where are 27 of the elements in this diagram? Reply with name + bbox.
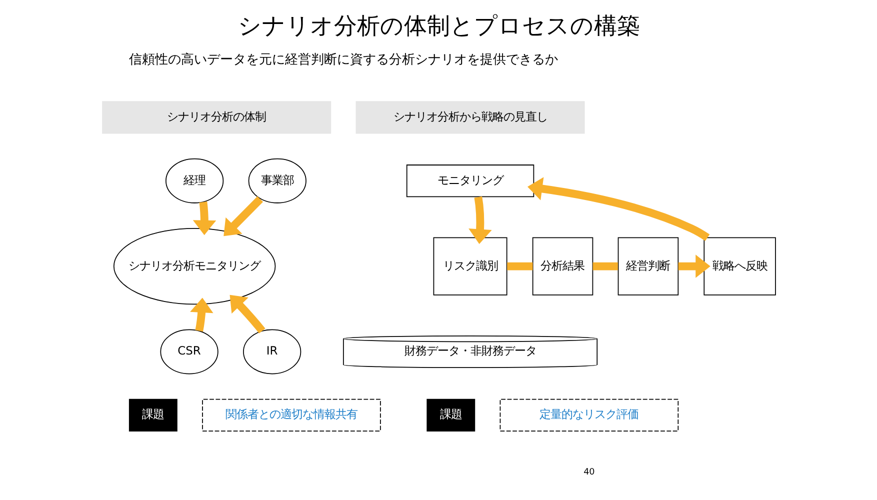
node-box: 戦略へ反映 (703, 237, 776, 296)
connector (592, 262, 618, 270)
diagram-title: シナリオ分析の体制とプロセスの構築 (238, 14, 640, 40)
node-ellipse: 事業部 (248, 158, 306, 204)
label: 40 (583, 468, 594, 478)
node-box: シナリオ分析の体制 (102, 101, 331, 134)
arrow (229, 294, 265, 334)
node-box: モニタリング (406, 164, 534, 198)
node-box: 関係者との適切な情報共有 (202, 398, 380, 432)
arrow (678, 254, 710, 278)
arrow (223, 196, 263, 236)
node-box: リスク識別 (432, 237, 507, 296)
node-ellipse: 経理 (165, 158, 224, 204)
node-box: 課題 (128, 398, 177, 432)
node-box: 分析結果 (532, 237, 593, 296)
connector (506, 262, 532, 270)
node-box: シナリオ分析から戦略の見直し (355, 101, 584, 134)
node-ellipse: シナリオ分析モニタリング (112, 228, 276, 305)
node-box: 定量的なリスク評価 (499, 398, 678, 432)
arrow (527, 177, 710, 241)
label: 信頼性の高いデータを元に経営判断に資する分析シナリオを提供できるか (128, 52, 558, 68)
node-ellipse: IR (242, 329, 301, 374)
node-box: 課題 (426, 398, 475, 432)
node-box: 経営判断 (617, 237, 678, 296)
arrow (190, 298, 213, 332)
node-ellipse: CSR (160, 329, 218, 374)
arrow (192, 202, 216, 236)
